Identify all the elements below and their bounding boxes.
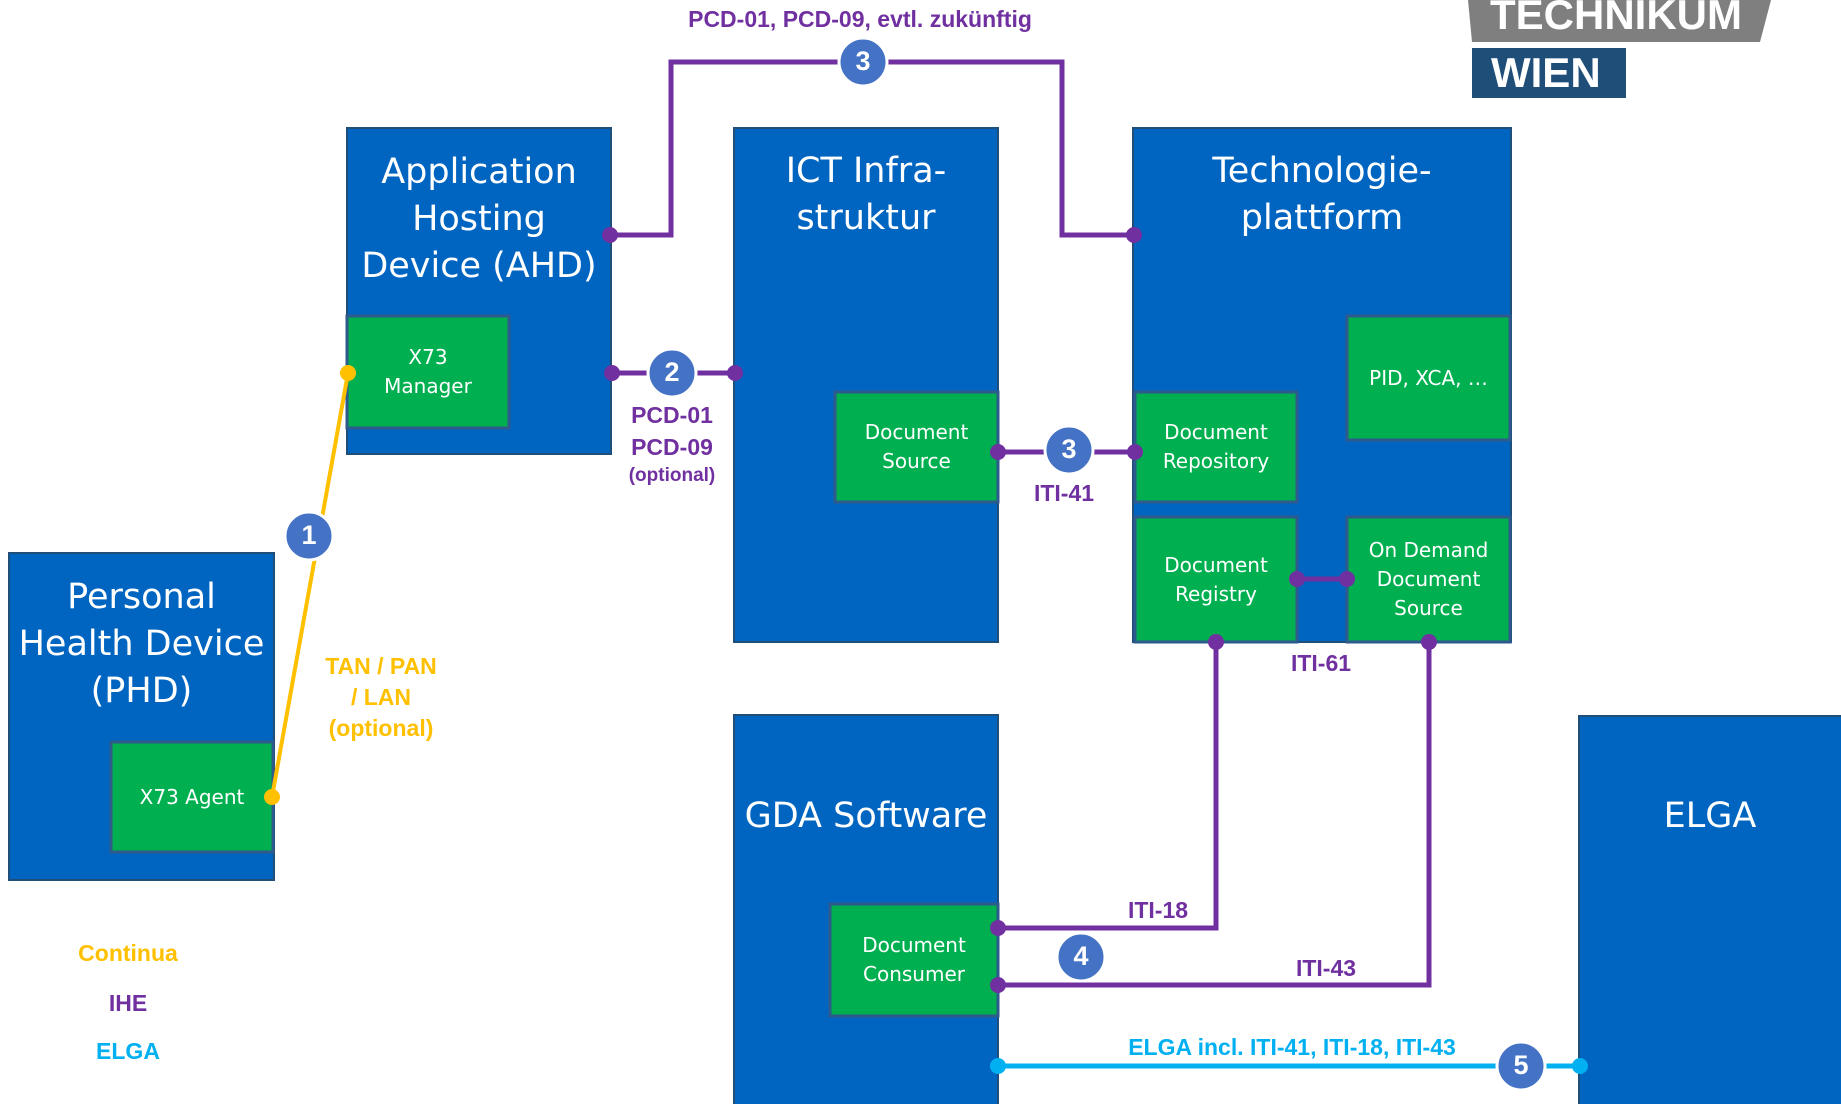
- continua-link-1: [270, 372, 350, 798]
- tan-label-line2: / LAN: [350, 684, 412, 710]
- document-repository-component: [1133, 390, 1299, 504]
- marker-3b-number: 3: [1061, 434, 1077, 464]
- legend-ihe: IHE: [108, 990, 148, 1016]
- marker-5: [1495, 1040, 1547, 1092]
- elga-title: ELGA: [1663, 796, 1757, 836]
- ict-title: ICT Infra- struktur: [785, 151, 947, 238]
- iti43-link: [998, 642, 1432, 988]
- technikum-wien-logo: [1468, 0, 1771, 98]
- endpoint-dot: [264, 789, 280, 805]
- pcd09-label: PCD-09: [631, 434, 713, 460]
- x73-manager-component: [345, 314, 511, 430]
- tan-label-line1: TAN / PAN: [325, 653, 437, 679]
- x73-manager-label: X73 Manager: [384, 345, 472, 398]
- logo-bottom-band: [1472, 48, 1626, 98]
- marker-1: [283, 510, 335, 562]
- iti61-label: ITI-61: [1290, 650, 1352, 676]
- document-registry-component: [1133, 515, 1299, 644]
- marker-4: [1055, 931, 1107, 983]
- document-repository-label: Document Repository: [1162, 420, 1270, 473]
- logo-text-wien: WIEN: [1491, 49, 1601, 96]
- pcd-optional-label: (optional): [628, 465, 716, 486]
- ict-box: [733, 127, 999, 643]
- marker-2: [646, 347, 698, 399]
- iti18-link: [998, 642, 1219, 931]
- endpoint-dot: [990, 920, 1006, 936]
- endpoint-dot: [1572, 1058, 1588, 1074]
- logo-top-band: [1468, 0, 1771, 42]
- endpoint-dot: [1127, 444, 1143, 460]
- document-source-label: Document Source: [864, 420, 969, 473]
- marker-4-number: 4: [1073, 941, 1089, 971]
- endpoint-dot: [727, 365, 743, 381]
- endpoint-dot: [602, 227, 618, 243]
- legend-elga: ELGA: [96, 1038, 160, 1064]
- document-registry-label: Document Registry: [1164, 552, 1268, 606]
- x73-agent-component: [109, 740, 275, 854]
- endpoint-dot: [1208, 634, 1224, 650]
- x73-agent-label: X73 Agent: [139, 784, 245, 809]
- pid-xca-label: PID, XCA, …: [1369, 365, 1488, 390]
- legend-continua: Continua: [78, 940, 178, 966]
- tan-label-line3: (optional): [328, 715, 434, 741]
- on-demand-source-label: On Demand Document Source: [1368, 538, 1489, 620]
- document-consumer-component: [828, 902, 1000, 1018]
- marker-3b: [1043, 424, 1095, 476]
- endpoint-dot: [1289, 571, 1305, 587]
- marker-3a: [837, 36, 889, 88]
- endpoint-dot: [1339, 571, 1355, 587]
- pcd-top-label: PCD-01, PCD-09, evtl. zukünftig: [688, 6, 1032, 32]
- endpoint-dot: [604, 365, 620, 381]
- iti43-label: ITI-43: [1295, 955, 1357, 981]
- endpoint-dot: [990, 1058, 1006, 1074]
- pid-xca-component: [1345, 314, 1512, 442]
- endpoint-dot: [1126, 227, 1142, 243]
- iti41-label: ITI-41: [1033, 480, 1095, 506]
- endpoint-dot: [990, 444, 1006, 460]
- tech-title: Technologie- plattform: [1212, 151, 1432, 238]
- gda-title: GDA Software: [744, 796, 988, 836]
- elga-box: [1578, 715, 1841, 1104]
- pcd01-label: PCD-01: [631, 402, 713, 428]
- marker-2-number: 2: [664, 357, 680, 387]
- marker-5-number: 5: [1513, 1050, 1529, 1080]
- document-consumer-label: Document Consumer: [862, 933, 966, 986]
- endpoint-dot: [990, 977, 1006, 993]
- iti18-label: ITI-18: [1127, 897, 1189, 923]
- logo-text-technikum: TECHNIKUM: [1490, 0, 1742, 38]
- endpoint-dot: [340, 365, 356, 381]
- ahd-title: Application Hosting Device (AHD): [361, 152, 597, 286]
- phd-title: Personal Health Device (PHD): [18, 577, 265, 711]
- marker-1-number: 1: [301, 520, 317, 550]
- elga-link-label: ELGA incl. ITI-41, ITI-18, ITI-43: [1128, 1034, 1456, 1060]
- marker-3a-number: 3: [855, 46, 871, 76]
- document-source-component: [833, 390, 1000, 504]
- endpoint-dot: [1421, 634, 1437, 650]
